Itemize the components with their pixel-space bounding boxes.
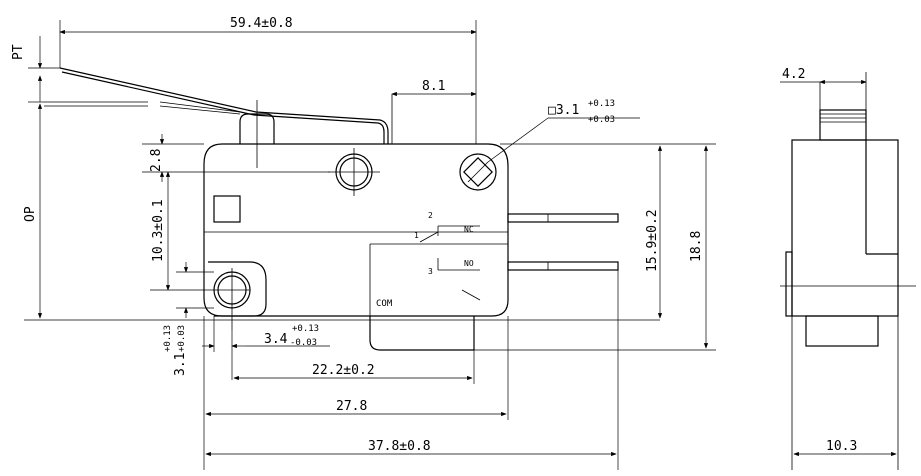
dim-small-offset-tol-minus: -0.03 bbox=[290, 338, 317, 348]
dim-hole-spacing bbox=[233, 350, 475, 384]
dim-hole-dia-tol-plus: +0.13 bbox=[163, 325, 173, 352]
dim-body-length-label: 27.8 bbox=[336, 399, 367, 414]
terminal-no-label: NO bbox=[464, 259, 474, 268]
dim-square-hole-leader bbox=[487, 117, 640, 163]
terminal-common-number: 1 bbox=[414, 231, 419, 240]
dim-total-height bbox=[474, 143, 716, 351]
terminals bbox=[369, 213, 619, 351]
dim-pt-label: PT bbox=[11, 44, 26, 60]
terminal-nc-number: 2 bbox=[428, 211, 433, 220]
dim-total-height-label: 18.8 bbox=[689, 231, 704, 262]
switch-body-front bbox=[203, 143, 509, 317]
dim-hole-dia-label: 3.1 bbox=[173, 353, 188, 376]
dim-body-height-label: 15.9±0.2 bbox=[645, 209, 660, 272]
dim-hole-dia-tol-minus: +0.03 bbox=[177, 325, 187, 352]
dim-small-offset-label: 3.4 bbox=[264, 332, 288, 347]
terminal-com-label: COM bbox=[376, 299, 393, 309]
dim-actuator-offset-label: 8.1 bbox=[422, 79, 445, 94]
mount-hole-bottom bbox=[208, 261, 267, 330]
terminal-no-number: 3 bbox=[428, 267, 433, 276]
dim-body-height bbox=[500, 143, 670, 319]
mount-hole-top bbox=[328, 148, 380, 196]
dim-overall-length-label: 59.4±0.8 bbox=[230, 16, 293, 31]
dim-side-width-label: 10.3 bbox=[826, 439, 857, 454]
plunger bbox=[239, 100, 275, 168]
dim-hole-vertical-label: 10.3±0.1 bbox=[151, 199, 166, 262]
dim-plunger-height bbox=[142, 134, 330, 182]
dim-square-hole-tol-plus: +0.13 bbox=[588, 99, 615, 109]
dim-square-hole-tol-minus: +0.03 bbox=[588, 115, 615, 125]
dim-pt-op bbox=[24, 36, 660, 321]
dim-overall-length bbox=[59, 20, 477, 144]
dim-total-length-label: 37.8±0.8 bbox=[368, 439, 431, 454]
lever-arm bbox=[44, 67, 393, 144]
dim-op-label: OP bbox=[23, 206, 38, 222]
mount-hole-right bbox=[459, 153, 497, 191]
terminal-nc-label: NC bbox=[464, 225, 474, 234]
dim-body-length bbox=[203, 316, 509, 470]
dim-hole-spacing-label: 22.2±0.2 bbox=[312, 363, 375, 378]
switch-body-side bbox=[780, 72, 916, 470]
dim-small-offset bbox=[202, 316, 330, 380]
dim-side-top-width-label: 4.2 bbox=[782, 67, 805, 82]
dim-plunger-height-label: 2.8 bbox=[149, 149, 164, 172]
dim-square-hole-label: □3.1 bbox=[548, 103, 579, 118]
dim-hole-vertical bbox=[150, 171, 214, 291]
dim-total-length bbox=[205, 270, 619, 470]
dim-hole-dia bbox=[176, 262, 214, 318]
dim-small-offset-tol-plus: +0.13 bbox=[292, 324, 319, 334]
